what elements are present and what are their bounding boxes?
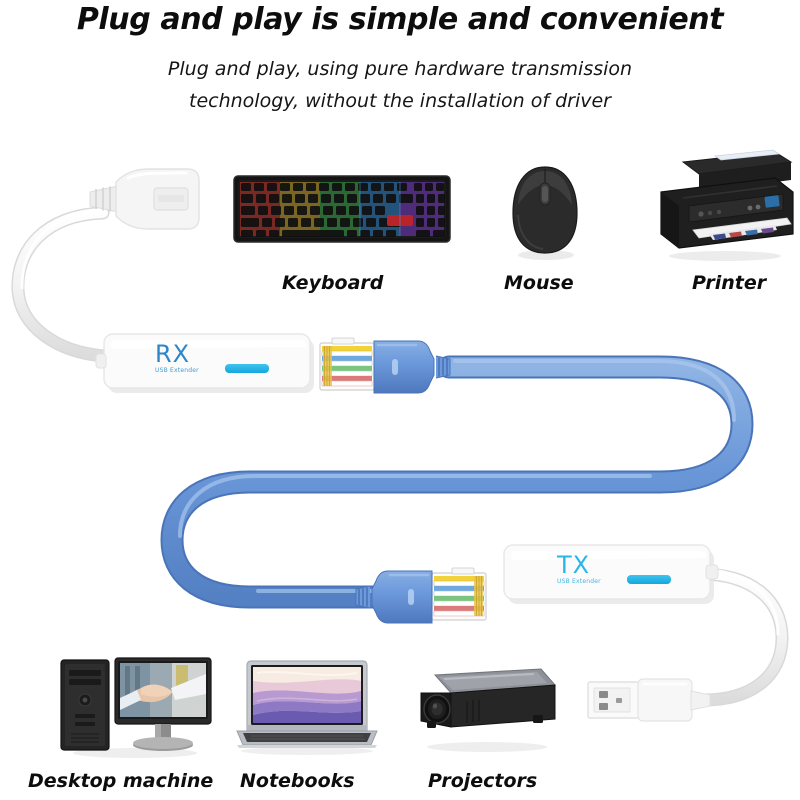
tx-branding: TX USB Extender bbox=[557, 553, 601, 585]
keycaps bbox=[241, 183, 445, 237]
rx-extender-unit: RX USB Extender bbox=[95, 330, 316, 396]
caption-printer: Printer bbox=[692, 272, 767, 294]
rj45-gold-pins bbox=[474, 576, 483, 616]
projector-lens bbox=[423, 694, 451, 724]
rj45-clear-housing bbox=[431, 567, 487, 621]
printer-lcd bbox=[764, 195, 780, 208]
tx-label: TX bbox=[557, 551, 591, 579]
rx-accent-bar bbox=[225, 364, 269, 373]
rj45-clear-housing bbox=[319, 337, 375, 391]
page-title: Plug and play is simple and convenient bbox=[76, 2, 724, 37]
page-subtitle-line-2: technology, without the installation of … bbox=[189, 90, 611, 112]
enter-key-highlight bbox=[387, 215, 413, 226]
keyboard-icon bbox=[232, 172, 452, 250]
ethernet-wires bbox=[433, 576, 485, 617]
page-subtitle-line-1: Plug and play, using pure hardware trans… bbox=[167, 58, 633, 80]
ethernet-wires bbox=[321, 346, 373, 387]
printed-photo bbox=[709, 225, 777, 240]
mouse-icon bbox=[505, 163, 585, 263]
rx-branding: RX USB Extender bbox=[155, 342, 199, 374]
caption-mouse: Mouse bbox=[504, 272, 574, 294]
desktop-tower bbox=[60, 659, 110, 751]
desktop-computer-icon bbox=[55, 652, 215, 760]
caption-desktop: Desktop machine bbox=[28, 770, 214, 792]
caption-notebooks: Notebooks bbox=[240, 770, 355, 792]
rx-label: RX bbox=[155, 340, 191, 368]
laptop-keyboard bbox=[243, 733, 371, 742]
caption-keyboard: Keyboard bbox=[282, 272, 384, 294]
rj45-connector-bottom bbox=[348, 567, 488, 627]
rj45-blue-boot bbox=[355, 570, 433, 624]
desktop-monitor bbox=[114, 657, 212, 751]
projector-icon bbox=[415, 665, 560, 753]
usb-cable-rx bbox=[11, 206, 111, 363]
rj45-blue-boot bbox=[373, 340, 451, 394]
usb-a-male-plug bbox=[586, 678, 716, 722]
boot-ribs bbox=[435, 355, 451, 379]
usb-a-female-port bbox=[88, 168, 203, 230]
caption-projectors: Projectors bbox=[428, 770, 538, 792]
tx-extender-unit: TX USB Extender bbox=[500, 541, 719, 607]
strain-relief bbox=[89, 185, 119, 213]
printer-icon bbox=[655, 148, 797, 263]
boot-ribs bbox=[355, 585, 371, 609]
rj45-gold-pins bbox=[323, 346, 332, 386]
monitor-screen-content bbox=[120, 663, 206, 717]
rj45-connector-top bbox=[318, 337, 458, 397]
rx-sublabel: USB Extender bbox=[155, 367, 199, 374]
laptop-screen-content bbox=[253, 667, 361, 723]
laptop-icon bbox=[233, 657, 381, 757]
tx-sublabel: USB Extender bbox=[557, 578, 601, 585]
tx-accent-bar bbox=[627, 575, 671, 584]
